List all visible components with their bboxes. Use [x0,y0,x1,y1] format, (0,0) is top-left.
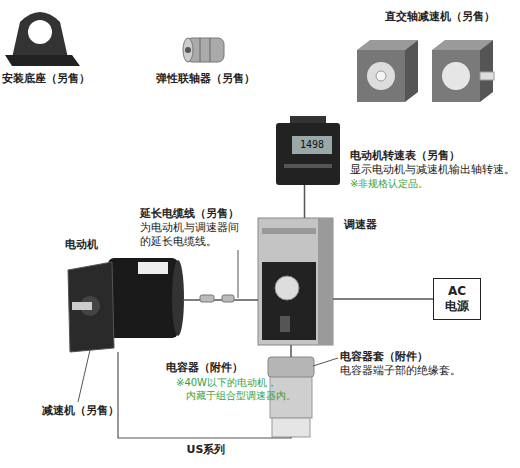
tachometer-display [292,136,332,154]
controller-front [262,262,316,340]
cable-connector [222,295,234,302]
gearhead-face [68,262,114,352]
motor-shaft [72,302,92,310]
node-title: 调速器 [344,218,404,232]
part-note: 为电动机与调速器间 的延长电缆线。 [140,221,244,249]
capacitor: 电容器（附件）※40W以下的电动机， 内藏于组合型调速器内。 [268,357,314,437]
connector-wire [304,185,306,218]
motor-sticker [138,262,168,274]
ac-power-box: AC 电源 [433,278,481,320]
tachometer: 电动机转速表（另售）显示电动机与减速机输出轴转速。※非规格认定品。 [276,123,340,185]
leader-line [313,358,338,366]
leader-line [238,250,239,298]
speed-controller: 调速器 [258,218,333,345]
coupling-slot [210,38,211,62]
coupling-hole [185,47,191,53]
controller-case [258,218,333,345]
cable-connector [200,295,214,302]
gearhead-front [432,50,480,102]
display-reading: 1498 [292,139,332,151]
gearhead-side [480,40,493,102]
motor: 电动机 [65,255,183,352]
part-label: 直交轴减速机（另售） [370,10,510,24]
node-note: 显示电动机与减速机输出轴转速。 [350,163,520,177]
series-label: US系列 [176,443,236,457]
controller-knob [275,276,299,300]
tachometer-top [290,116,326,124]
gearhead-side [405,40,418,102]
connector-wire [333,298,433,300]
gearhead-shaft [376,71,386,81]
coupling-slot [200,38,201,62]
connector-wire [290,345,292,357]
part-note: 电容器端子部的绝缘套。 [340,364,490,378]
capacitor-cover [268,357,314,377]
motor-body [108,258,178,338]
controller-side [318,218,333,345]
node-title: AC 电源 [443,284,471,314]
motor-end [172,260,184,336]
leader-line [78,350,90,402]
tachometer-body [276,123,340,185]
coupling-face [183,38,193,62]
node-title: 电容器（附件） [166,361,266,375]
controller-switch [280,316,290,332]
gearhead-front [357,50,405,102]
tachometer-strip [284,164,332,168]
part-label: 电容器套（附件） [340,350,460,364]
part-label: 弹性联轴器（另售） [150,72,260,86]
bracket-base [5,55,80,66]
gearhead-shaft [480,72,494,80]
bracket-plate [12,12,68,58]
gearhead-flange [442,62,470,90]
node-title: 电动机转速表（另售） [350,149,520,163]
capacitor-label [272,418,310,437]
part-label: 减速机（另售） [42,404,142,418]
node-note: ※非规格认定品。 [350,177,510,190]
part-label: 安装底座（另售） [0,72,92,86]
part-label: 延长电缆线（另售） [140,207,260,221]
controller-sticker [262,228,316,234]
connector-wire [183,299,258,301]
gearhead-flange [367,62,395,90]
node-note: ※40W以下的电动机， 内藏于组合型调速器内。 [176,376,304,402]
node-title: 电动机 [65,238,125,252]
